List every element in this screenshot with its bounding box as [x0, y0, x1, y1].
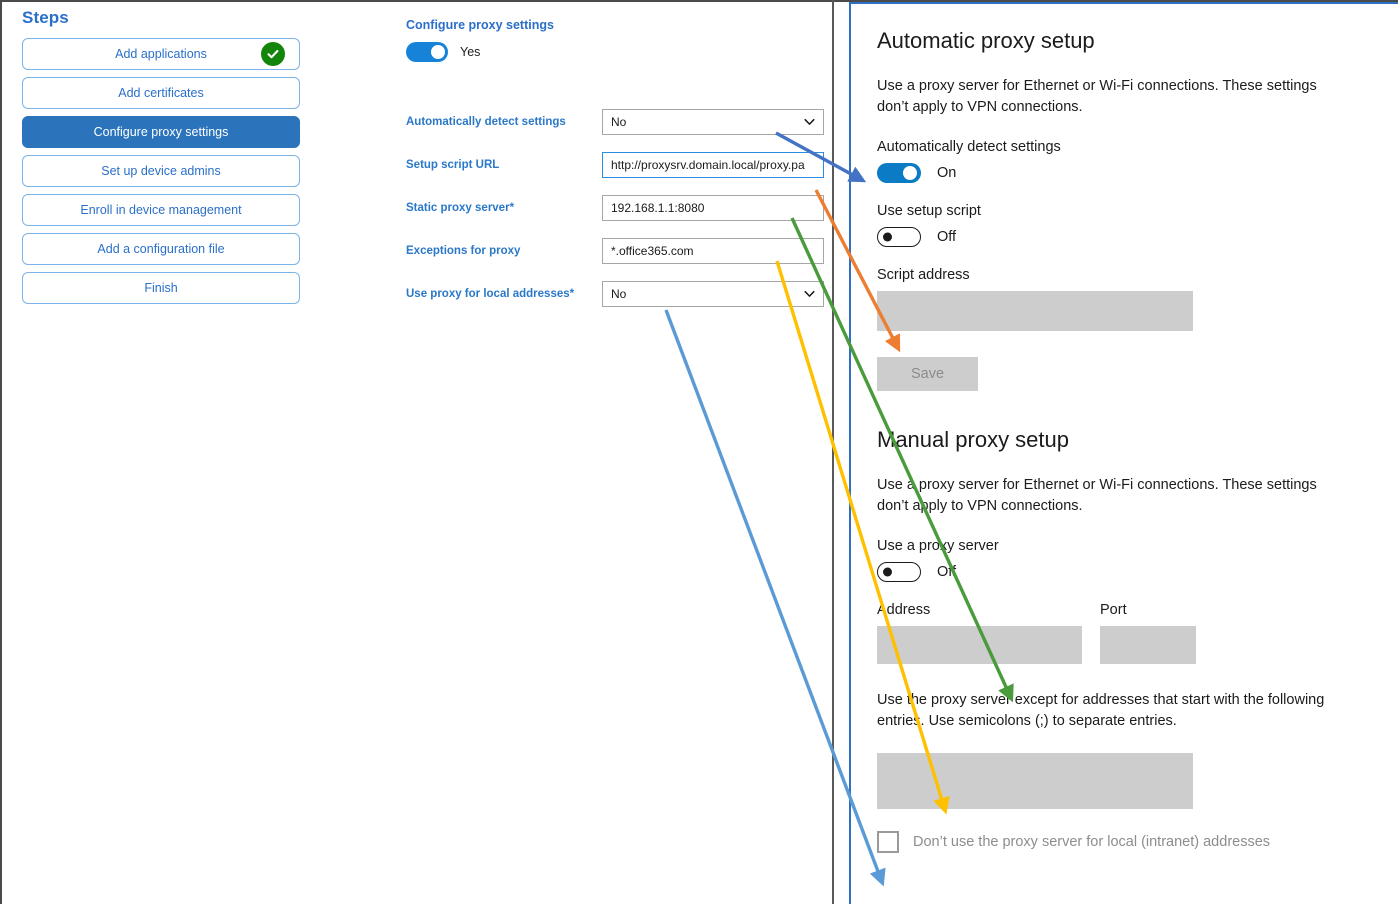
toggle-knob: [431, 45, 445, 59]
use-setup-script-toggle-row: Off: [877, 227, 1372, 248]
toggle-knob: [883, 567, 892, 577]
field-automatically-detect-settings: Automatically detect settings No: [406, 109, 826, 135]
configure-proxy-toggle-value: Yes: [460, 45, 481, 59]
windows-proxy-settings-panel: Automatic proxy setup Use a proxy server…: [849, 2, 1398, 904]
field-label: Exceptions for proxy: [406, 245, 602, 257]
field-setup-script-url: Setup script URL http://proxysrv.domain.…: [406, 152, 826, 178]
field-label-text: Setup script URL: [406, 159, 500, 171]
field-label: Static proxy server*: [406, 202, 602, 214]
step-label: Add applications: [115, 47, 207, 61]
input-value: http://proxysrv.domain.local/proxy.pa: [611, 158, 805, 172]
use-setup-script-state: Off: [937, 229, 957, 246]
field-use-proxy-for-local-addresses: Use proxy for local addresses* No: [406, 281, 826, 307]
auto-detect-label: Automatically detect settings: [877, 139, 1061, 156]
check-circle-icon: [261, 42, 285, 66]
input-value: 192.168.1.1:8080: [611, 201, 705, 215]
use-a-proxy-server-toggle[interactable]: [877, 562, 921, 583]
manual-proxy-description: Use a proxy server for Ethernet or Wi-Fi…: [877, 477, 1317, 514]
automatically-detect-settings-select[interactable]: No: [602, 109, 824, 135]
use-proxy-for-local-addresses-select[interactable]: No: [602, 281, 824, 307]
auto-detect-state: On: [937, 165, 957, 182]
exceptions-description: Use the proxy server except for addresse…: [877, 692, 1325, 729]
address-input[interactable]: [877, 626, 1082, 665]
window-left-border: [0, 0, 2, 904]
configure-proxy-toggle[interactable]: [406, 42, 448, 62]
chevron-down-icon: [804, 289, 815, 300]
port-column: Port: [1100, 602, 1196, 665]
field-label-text: Exceptions for proxy: [406, 245, 521, 257]
script-address-label: Script address: [877, 267, 970, 284]
configure-proxy-form: Configure proxy settings Yes Automatical…: [406, 18, 826, 324]
use-a-proxy-server-label: Use a proxy server: [877, 538, 999, 555]
step-button-enroll-in-device-management[interactable]: Enroll in device management: [22, 194, 300, 226]
manual-proxy-setup-heading: Manual proxy setup: [877, 427, 1069, 453]
bypass-local-row[interactable]: Don’t use the proxy server for local (in…: [877, 831, 1372, 854]
input-value: *.office365.com: [611, 244, 694, 258]
use-setup-script-toggle[interactable]: [877, 227, 921, 248]
script-address-input[interactable]: [877, 291, 1193, 332]
step-button-set-up-device-admins[interactable]: Set up device admins: [22, 155, 300, 187]
auto-detect-toggle[interactable]: [877, 163, 921, 184]
step-button-finish[interactable]: Finish: [22, 272, 300, 304]
step-label: Configure proxy settings: [93, 125, 229, 139]
field-label-text: Automatically detect settings: [406, 116, 566, 128]
address-column: Address: [877, 602, 1082, 665]
field-exceptions-for-proxy: Exceptions for proxy *.office365.com: [406, 238, 826, 264]
save-button[interactable]: Save: [877, 357, 978, 392]
field-label-text: Use proxy for local addresses: [406, 288, 570, 300]
step-label: Set up device admins: [101, 164, 221, 178]
step-label: Add a configuration file: [97, 242, 225, 256]
steps-list: Add applications Add certificates Config…: [10, 38, 320, 304]
step-button-add-a-configuration-file[interactable]: Add a configuration file: [22, 233, 300, 265]
exceptions-input[interactable]: [877, 753, 1193, 810]
form-fields: Automatically detect settings No Setup s…: [406, 109, 826, 307]
field-label-text: Static proxy server: [406, 202, 510, 214]
address-port-row: Address Port: [877, 602, 1372, 665]
use-a-proxy-server-toggle-row: Off: [877, 562, 1372, 583]
save-button-label: Save: [910, 366, 945, 383]
step-button-configure-proxy-settings[interactable]: Configure proxy settings: [22, 116, 300, 148]
configure-proxy-toggle-row: Yes: [406, 42, 826, 62]
steps-panel: Steps Add applications Add certificates …: [10, 4, 320, 311]
toggle-knob: [883, 232, 892, 242]
exceptions-for-proxy-input[interactable]: *.office365.com: [602, 238, 824, 264]
port-input[interactable]: [1100, 626, 1196, 665]
bypass-local-checkbox[interactable]: [877, 831, 899, 854]
step-label: Finish: [144, 281, 178, 295]
select-value: No: [611, 115, 627, 129]
required-marker: *: [569, 288, 575, 300]
chevron-down-icon: [804, 117, 815, 128]
use-setup-script-label: Use setup script: [877, 203, 981, 220]
field-label: Automatically detect settings: [406, 116, 602, 128]
step-label: Add certificates: [118, 86, 204, 100]
required-marker: *: [509, 202, 515, 214]
automatic-proxy-setup-heading: Automatic proxy setup: [877, 28, 1095, 53]
step-label: Enroll in device management: [80, 203, 242, 217]
step-button-add-certificates[interactable]: Add certificates: [22, 77, 300, 109]
toggle-knob: [903, 166, 917, 181]
window-top-border: [0, 0, 1398, 2]
setup-script-url-input[interactable]: http://proxysrv.domain.local/proxy.pa: [602, 152, 824, 178]
field-label: Use proxy for local addresses*: [406, 288, 602, 300]
panel-divider: [832, 0, 834, 904]
select-value: No: [611, 287, 627, 301]
port-label: Port: [1100, 602, 1127, 619]
auto-detect-toggle-row: On: [877, 163, 1372, 184]
static-proxy-server-input[interactable]: 192.168.1.1:8080: [602, 195, 824, 221]
automatic-proxy-description: Use a proxy server for Ethernet or Wi-Fi…: [877, 78, 1317, 115]
form-heading: Configure proxy settings: [406, 18, 554, 32]
bypass-local-label: Don’t use the proxy server for local (in…: [913, 834, 1271, 851]
field-label: Setup script URL: [406, 159, 602, 171]
step-button-add-applications[interactable]: Add applications: [22, 38, 300, 70]
use-a-proxy-server-state: Off: [937, 564, 957, 581]
address-label: Address: [877, 602, 931, 619]
field-static-proxy-server: Static proxy server* 192.168.1.1:8080: [406, 195, 826, 221]
steps-title: Steps: [22, 8, 69, 27]
